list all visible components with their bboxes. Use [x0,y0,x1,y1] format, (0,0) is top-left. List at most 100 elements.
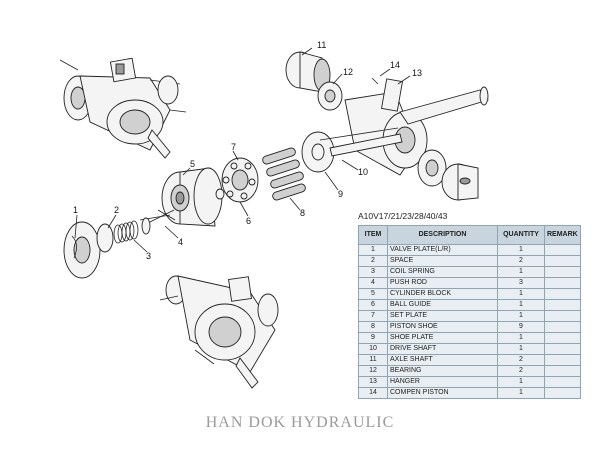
remark-cell [544,387,581,399]
description-cell: HANGER [387,376,498,388]
callout-6: 6 [246,216,251,226]
description-cell: CYLINDER BLOCK [387,288,498,300]
description-cell: VALVE PLATE(L/R) [387,244,498,256]
description-cell: SET PLATE [387,310,498,322]
item-cell: 10 [358,343,388,355]
quantity-cell: 1 [497,343,545,355]
item-cell: 7 [358,310,388,322]
header-description: DESCRIPTION [387,225,498,245]
model-title: A10V17/21/23/28/40/43 [358,211,448,221]
description-cell: BEARING [387,365,498,377]
quantity-cell: 1 [497,266,545,278]
description-cell: SPACE [387,255,498,267]
description-cell: DRIVE SHAFT [387,343,498,355]
quantity-cell: 1 [497,244,545,256]
quantity-cell: 2 [497,365,545,377]
callout-3: 3 [146,251,151,261]
remark-cell [544,365,581,377]
description-cell: COMPEN PISTON [387,387,498,399]
item-cell: 9 [358,332,388,344]
quantity-cell: 1 [497,299,545,311]
housing-assembly-top-left [59,57,187,159]
callout-labels: 1 2 3 4 5 6 7 8 9 10 11 12 13 14 [73,40,422,261]
item-cell: 5 [358,288,388,300]
callout-2: 2 [114,205,119,215]
remark-cell [544,277,581,289]
description-cell: SHOE PLATE [387,332,498,344]
drive-shaft-group [285,51,489,201]
item-cell: 1 [358,244,388,256]
item-cell: 2 [358,255,388,267]
housing-assembly-bottom [159,275,279,389]
quantity-cell: 1 [497,310,545,322]
item-cell: 14 [358,387,388,399]
item-cell: 4 [358,277,388,289]
remark-cell [544,266,581,278]
item-cell: 13 [358,376,388,388]
item-cell: 8 [358,321,388,333]
remark-cell [544,244,581,256]
header-item: ITEM [358,225,388,245]
callout-8: 8 [300,208,305,218]
description-cell: PISTON SHOE [387,321,498,333]
quantity-cell: 1 [497,387,545,399]
remark-cell [544,310,581,322]
callout-10: 10 [358,167,368,177]
callout-4: 4 [178,237,183,247]
callout-9: 9 [338,189,343,199]
remark-cell [544,321,581,333]
remark-cell [544,332,581,344]
item-cell: 6 [358,299,388,311]
quantity-cell: 2 [497,255,545,267]
item-cell: 11 [358,354,388,366]
callout-1: 1 [73,205,78,215]
description-cell: AXLE SHAFT [387,354,498,366]
quantity-cell: 1 [497,288,545,300]
callout-11: 11 [317,40,326,50]
description-cell: COIL SPRING [387,266,498,278]
quantity-cell: 9 [497,321,545,333]
callout-13: 13 [412,68,422,78]
description-cell: PUSH ROD [387,277,498,289]
header-quantity: QUANTITY [497,225,545,245]
remark-cell [544,343,581,355]
remark-cell [544,255,581,267]
table-header-row: ITEM DESCRIPTION QUANTITY REMARK [358,225,581,245]
remark-cell [544,288,581,300]
description-cell: BALL GUIDE [387,299,498,311]
callout-5: 5 [190,159,195,169]
header-remark: REMARK [544,225,581,245]
item-cell: 12 [358,365,388,377]
cylinder-block-group [139,131,335,227]
quantity-cell: 1 [497,332,545,344]
brand-watermark: HAN DOK HYDRAULIC [205,414,395,431]
item-cell: 3 [358,266,388,278]
callout-14: 14 [390,60,400,70]
remark-cell [544,299,581,311]
quantity-cell: 3 [497,277,545,289]
remark-cell [544,376,581,388]
quantity-cell: 2 [497,354,545,366]
leader-lines [74,47,411,253]
valve-plate-group [63,209,175,279]
remark-cell [544,354,581,366]
callout-7: 7 [231,142,236,152]
callout-12: 12 [343,67,353,77]
